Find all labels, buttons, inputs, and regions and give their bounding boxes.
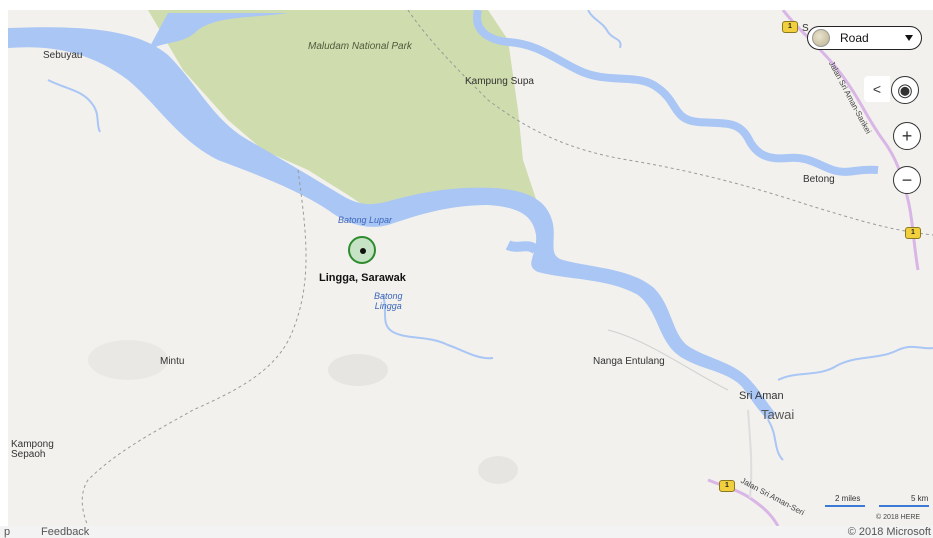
footer-left-fragment[interactable]: p	[4, 526, 11, 538]
scale-km-label: 5 km	[911, 494, 929, 503]
stream-lingga	[382, 294, 494, 360]
location-pin[interactable]	[348, 236, 376, 264]
label-kampung-supa: Kampung Supa	[465, 76, 534, 87]
batang-lupar-river	[8, 27, 776, 420]
caret-down-icon	[905, 35, 913, 41]
scale-miles-label: 2 miles	[835, 494, 861, 503]
label-partial-top: S	[802, 23, 809, 34]
label-sebuyau: Sebuyau	[43, 50, 83, 61]
label-batong-lupar: Batong Lupar	[338, 215, 393, 225]
scale-km-bar	[879, 505, 929, 507]
upper-meander	[473, 10, 879, 176]
map-mode-select[interactable]: Road	[807, 26, 922, 50]
label-nanga-entulang: Nanga Entulang	[593, 356, 665, 367]
boundary-line	[407, 10, 933, 236]
map-canvas[interactable]: Sebuyau Maludam National Park Kampung Su…	[8, 10, 933, 526]
label-tawai: Tawai	[761, 407, 795, 422]
scale-bar: 2 miles 5 km	[823, 494, 933, 514]
route-shield-east: 1	[905, 227, 921, 239]
route-shield-north: 1	[782, 21, 798, 33]
road-north	[781, 10, 920, 271]
scale-miles-bar	[825, 505, 865, 507]
national-park-area	[148, 10, 538, 215]
zoom-in-button[interactable]: +	[893, 122, 921, 150]
map-footer: p Feedback © 2018 Microsoft	[0, 526, 933, 538]
minus-icon: −	[901, 169, 913, 190]
label-kampong-sepaoh: Kampong Sepaoh	[11, 439, 54, 460]
plus-icon: +	[901, 125, 913, 146]
here-credit: © 2018 HERE	[876, 514, 921, 521]
zoom-out-button[interactable]: −	[893, 166, 921, 194]
label-sri-aman: Sri Aman	[739, 390, 784, 402]
label-mintu: Mintu	[160, 356, 185, 367]
river-upper-arm	[148, 13, 288, 50]
map-base-layer	[8, 10, 933, 526]
route-shield-south: 1	[719, 480, 735, 492]
map-mode-label: Road	[840, 31, 869, 45]
globe-icon	[812, 29, 830, 47]
label-batong-lingga: Batong Lingga	[374, 291, 403, 311]
locate-me-button[interactable]: ◉	[891, 76, 919, 104]
label-betong: Betong	[803, 174, 835, 185]
label-lingga: Lingga, Sarawak	[319, 272, 406, 284]
collapse-controls-button[interactable]: <	[864, 76, 890, 102]
copyright-text: © 2018 Microsoft	[847, 526, 931, 538]
locate-icon: ◉	[897, 79, 913, 100]
label-national-park: Maludam National Park	[308, 41, 412, 52]
feedback-link[interactable]: Feedback	[41, 526, 90, 538]
